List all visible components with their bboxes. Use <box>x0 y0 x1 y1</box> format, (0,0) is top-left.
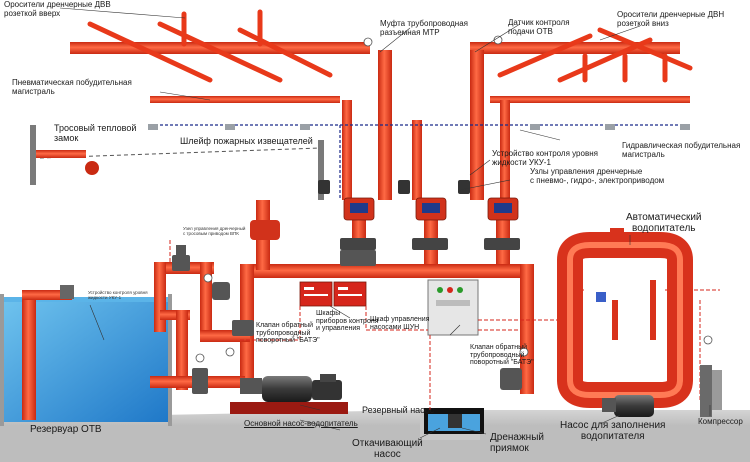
label-level-device-line1: Устройство контроля уровня <box>492 149 598 158</box>
pump-control-cabinet <box>427 279 479 336</box>
label-main-pump: Основной насос-водопитатель <box>244 419 358 428</box>
label-control-units-line1: Узлы управления дренчерные <box>530 167 643 176</box>
label-pneumatic-main: Пневматическая побудительная магистраль <box>12 78 132 97</box>
label-level-device: Устройство контроля уровня жидкости УКУ-… <box>492 149 598 168</box>
label-coupling: Муфта трубопроводная разъемная МТР <box>380 19 468 38</box>
detector-loop <box>39 124 690 200</box>
drainage-pump <box>448 414 462 428</box>
label-pneumatic-main-line2: магистраль <box>12 86 55 96</box>
label-control-units-line2: с пневмо-, гидро-, электроприводом <box>530 175 665 185</box>
label-cable-lock-line2: замок <box>54 132 79 143</box>
label-coupling-line1: Муфта трубопроводная <box>380 19 468 28</box>
label-drain-pit-line1: Дренажный <box>490 432 544 443</box>
label-ball-valve-left-line2: трубопроводный <box>256 329 311 337</box>
label-small-left-1: Узел управления дренчерный с тросовым пр… <box>183 226 246 237</box>
label-ball-valve-right-line2: трубопроводный <box>470 351 525 359</box>
gate-valves <box>172 245 522 394</box>
auto-water-feeder <box>557 228 693 408</box>
label-auto-water-feeder-line1: Автоматический <box>626 212 702 223</box>
control-valve-units <box>318 180 520 250</box>
label-level-device-line2: жидкости УКУ-1 <box>492 157 551 167</box>
label-pump-cabinet-line2: насосами ШУН <box>370 323 420 331</box>
label-ball-valve-right: Клапан обратный трубопроводный поворотны… <box>470 344 534 367</box>
label-fill-pump: Насос для заполнения водопитателя <box>560 420 665 442</box>
label-detector-loop: Шлейф пожарных извещателей <box>180 136 313 146</box>
label-flow-sensor: Датчик контроля подачи ОТВ <box>508 18 570 37</box>
label-small-left-2-line2: жидкости УКУ-1 <box>88 294 122 300</box>
label-compressor: Компрессор <box>698 417 743 426</box>
label-ball-valve-right-line3: поворотный "БАТЭ" <box>470 359 534 367</box>
label-sprinklers-down-line2: розеткой вниз <box>617 18 669 28</box>
label-sprinklers-up-line1: Оросители дренчерные ДВВ <box>4 0 111 9</box>
label-reservoir: Резервуар ОТВ <box>30 424 102 435</box>
label-cable-lock: Тросовый тепловой замок <box>54 123 137 144</box>
label-auto-water-feeder: Автоматический водопитатель <box>626 212 702 234</box>
label-hydraulic-main-line1: Гидравлическая побудительная <box>622 141 741 150</box>
label-hydraulic-main-line2: магистраль <box>622 149 665 159</box>
label-sprinklers-up: Оросители дренчерные ДВВ розеткой вверх <box>4 0 111 19</box>
gauges <box>195 35 713 363</box>
label-control-units: Узлы управления дренчерные с пневмо-, ги… <box>530 167 665 186</box>
leader-lines <box>59 7 711 439</box>
label-ball-valve-left-line3: поворотный "БАТЭ" <box>256 337 320 345</box>
label-ball-valve-right-line1: Клапан обратный <box>470 344 528 351</box>
label-hydraulic-main: Гидравлическая побудительная магистраль <box>622 141 741 160</box>
label-small-left-1-line2: с тросовым приводом ВПК <box>183 230 239 236</box>
label-cabinet-control-line3: и управления <box>316 325 361 333</box>
label-pump-cabinet: Шкаф управления насосами ШУН <box>370 316 429 331</box>
label-drain-pump-line2: насос <box>374 449 401 460</box>
label-pump-cabinet-line1: Шкаф управления <box>370 316 430 323</box>
label-auto-water-feeder-line2: водопитатель <box>632 223 696 234</box>
label-flow-sensor-line2: подачи ОТВ <box>508 26 553 36</box>
floor <box>0 410 750 462</box>
label-small-left-1-line1: Узел управления дренчерный <box>183 226 246 231</box>
compressor <box>700 365 722 417</box>
label-sprinklers-down-line1: Оросители дренчерные ДВН <box>617 10 725 19</box>
label-small-left-2-line1: Устройство контроля уровня <box>88 290 148 295</box>
label-flow-sensor-line1: Датчик контроля <box>508 18 570 27</box>
label-cabinet-control-line2: приборов контроля <box>316 317 379 325</box>
label-coupling-line2: разъемная МТР <box>380 27 440 37</box>
label-drain-pit-line2: приямок <box>490 443 529 454</box>
label-sprinklers-down: Оросители дренчерные ДВН розеткой вниз <box>617 10 725 29</box>
top-distribution-pipes <box>70 9 693 103</box>
pumps <box>230 374 348 414</box>
label-sprinklers-up-line2: розеткой вверх <box>4 8 61 18</box>
label-cabinet-control-line1: Шкафы <box>316 310 341 317</box>
reservoir-pipe <box>22 285 74 420</box>
label-drain-pump-line1: Откачивающий <box>352 438 423 449</box>
label-drain-pump: Откачивающий насос <box>352 438 423 460</box>
control-cabinets <box>299 281 367 307</box>
label-fill-pump-line2: водопитателя <box>580 431 645 442</box>
label-drain-pit: Дренажный приямок <box>490 432 544 454</box>
label-cable-lock-line1: Тросовый тепловой <box>54 123 137 133</box>
risers <box>342 50 510 270</box>
label-reserve-pump: Резервный насос <box>362 405 435 415</box>
label-ball-valve-left-line1: Клапан обратный <box>256 322 314 329</box>
label-small-left-2: Устройство контроля уровня жидкости УКУ-… <box>88 290 148 301</box>
cable-lock-device <box>30 125 324 200</box>
fill-pump <box>602 395 654 417</box>
label-fill-pump-line1: Насос для заполнения <box>560 420 666 431</box>
label-cabinet-control: Шкафы приборов контроля и управления <box>316 310 379 333</box>
label-ball-valve-left: Клапан обратный трубопроводный поворотны… <box>256 322 320 345</box>
label-pneumatic-main-line1: Пневматическая побудительная <box>12 78 132 87</box>
